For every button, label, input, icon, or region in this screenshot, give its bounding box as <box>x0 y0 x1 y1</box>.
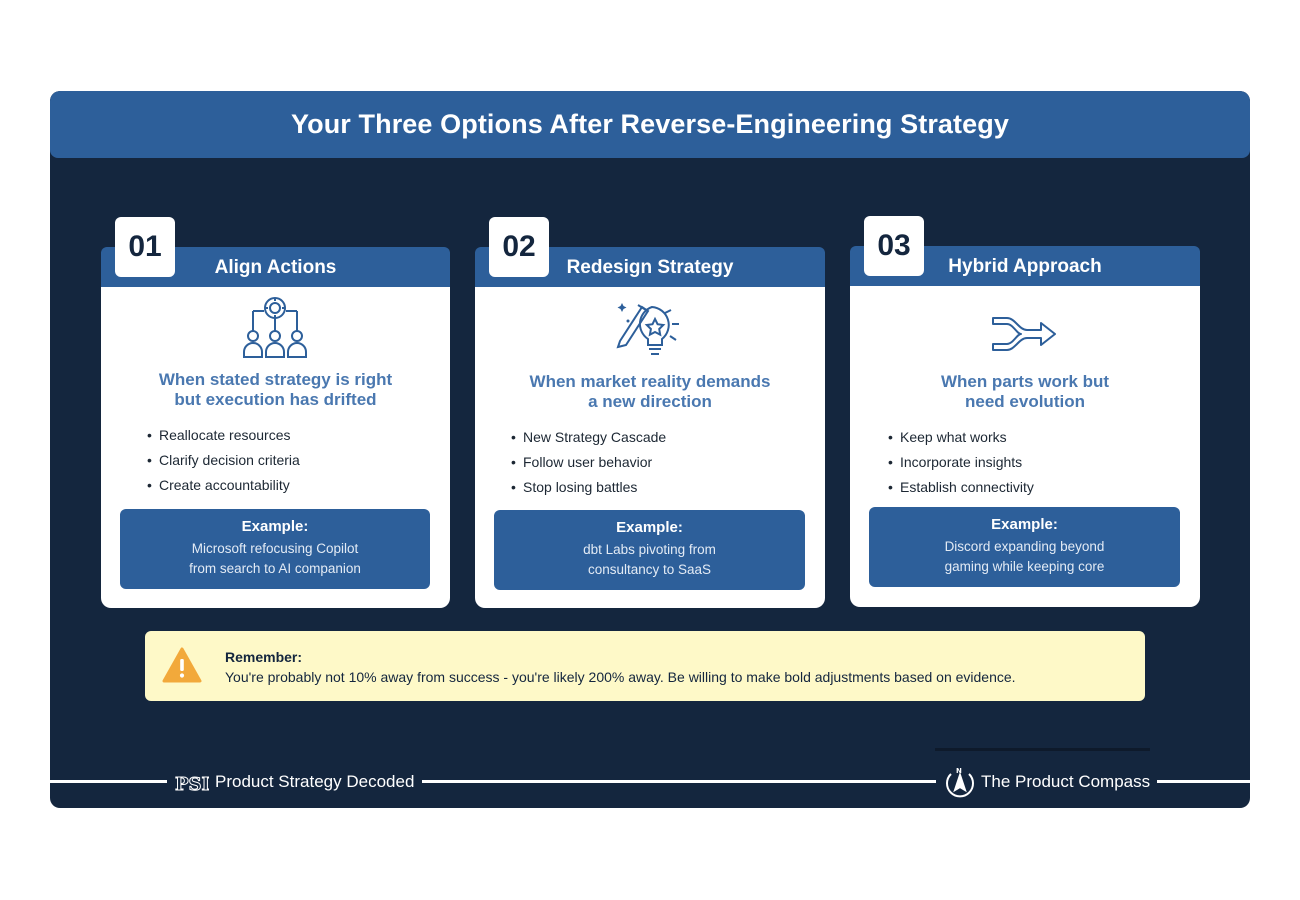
example-label: Example: <box>616 519 683 536</box>
example-text: Microsoft refocusing Copilot from search… <box>120 539 430 579</box>
card-subtitle-line: need evolution <box>965 392 1085 411</box>
remember-label: Remember: <box>225 649 303 665</box>
example-label: Example: <box>241 518 309 535</box>
brand-name: The Product Compass <box>981 772 1151 791</box>
merge-arrows-icon <box>850 314 1200 354</box>
example-label: Example: <box>991 516 1058 533</box>
list-item: Stop losing battles <box>511 475 666 500</box>
option-card-3: Hybrid Approach 03 When parts work but n… <box>850 216 1200 607</box>
example-box: Example: Microsoft refocusing Copilot fr… <box>120 509 430 589</box>
card-title: Hybrid Approach <box>948 256 1102 277</box>
list-item: Clarify decision criteria <box>147 448 300 473</box>
remember-text: You're probably not 10% away from succes… <box>225 669 1016 685</box>
card-subtitle-line: When parts work but <box>940 372 1110 391</box>
bullet-list: Keep what works Incorporate insights Est… <box>888 425 1034 500</box>
footer-accent-line <box>935 748 1150 751</box>
brand-the-product-compass: N The Product Compass <box>945 766 1150 798</box>
example-text-line: consultancy to SaaS <box>587 562 712 577</box>
card-title: Redesign Strategy <box>566 257 734 278</box>
header-banner: Your Three Options After Reverse-Enginee… <box>50 91 1250 158</box>
svg-text:N: N <box>956 767 962 775</box>
brand-product-strategy-decoded: PSD Product Strategy Decoded <box>175 766 414 798</box>
card-subtitle: When parts work but need evolution <box>870 372 1180 412</box>
bullet-list: New Strategy Cascade Follow user behavio… <box>511 425 666 500</box>
team-target-icon <box>101 297 450 359</box>
example-text-line: Microsoft refocusing Copilot <box>191 541 359 556</box>
example-text-line: from search to AI companion <box>189 561 361 576</box>
card-number-badge: 02 <box>489 217 549 277</box>
example-text-line: gaming while keeping core <box>944 559 1105 574</box>
psd-logo-text: PSD <box>175 774 209 795</box>
lightbulb-pencil-icon <box>475 299 825 361</box>
psd-logo: PSD <box>175 774 209 796</box>
card-title: Align Actions <box>214 257 337 278</box>
card-subtitle-line: When market reality demands <box>529 372 771 391</box>
footer-divider <box>50 780 167 783</box>
brand-name: Product Strategy Decoded <box>215 772 415 791</box>
footer-divider <box>422 780 936 783</box>
list-item: Follow user behavior <box>511 450 666 475</box>
list-item: Keep what works <box>888 425 1034 450</box>
example-text: Discord expanding beyond gaming while ke… <box>869 537 1180 577</box>
card-subtitle-line: When stated strategy is right <box>158 370 393 389</box>
card-number-badge: 01 <box>115 217 175 277</box>
list-item: Establish connectivity <box>888 475 1034 500</box>
example-box: Example: Discord expanding beyond gaming… <box>869 507 1180 587</box>
card-number-badge: 03 <box>864 216 924 276</box>
card-subtitle: When market reality demands a new direct… <box>495 372 805 412</box>
footer-divider <box>1157 780 1250 783</box>
example-text-line: Discord expanding beyond <box>944 539 1105 554</box>
card-subtitle-line: but execution has drifted <box>174 390 377 409</box>
card-subtitle: When stated strategy is right but execut… <box>121 370 430 410</box>
list-item: New Strategy Cascade <box>511 425 666 450</box>
compass-icon: N <box>946 767 974 798</box>
list-item: Reallocate resources <box>147 423 300 448</box>
example-text: dbt Labs pivoting from consultancy to Sa… <box>494 540 805 580</box>
card-subtitle-line: a new direction <box>588 392 712 411</box>
remember-callout: Remember: You're probably not 10% away f… <box>145 631 1145 701</box>
bullet-list: Reallocate resources Clarify decision cr… <box>147 423 300 498</box>
example-box: Example: dbt Labs pivoting from consulta… <box>494 510 805 590</box>
infographic-frame: Your Three Options After Reverse-Enginee… <box>50 91 1250 808</box>
option-card-1: Align Actions 01 When stated strategy is… <box>101 217 450 608</box>
list-item: Create accountability <box>147 473 300 498</box>
warning-icon <box>162 647 202 688</box>
page-title: Your Three Options After Reverse-Enginee… <box>291 109 1009 139</box>
list-item: Incorporate insights <box>888 450 1034 475</box>
example-text-line: dbt Labs pivoting from <box>583 542 716 557</box>
option-card-2: Redesign Strategy 02 When market reality… <box>475 217 825 608</box>
